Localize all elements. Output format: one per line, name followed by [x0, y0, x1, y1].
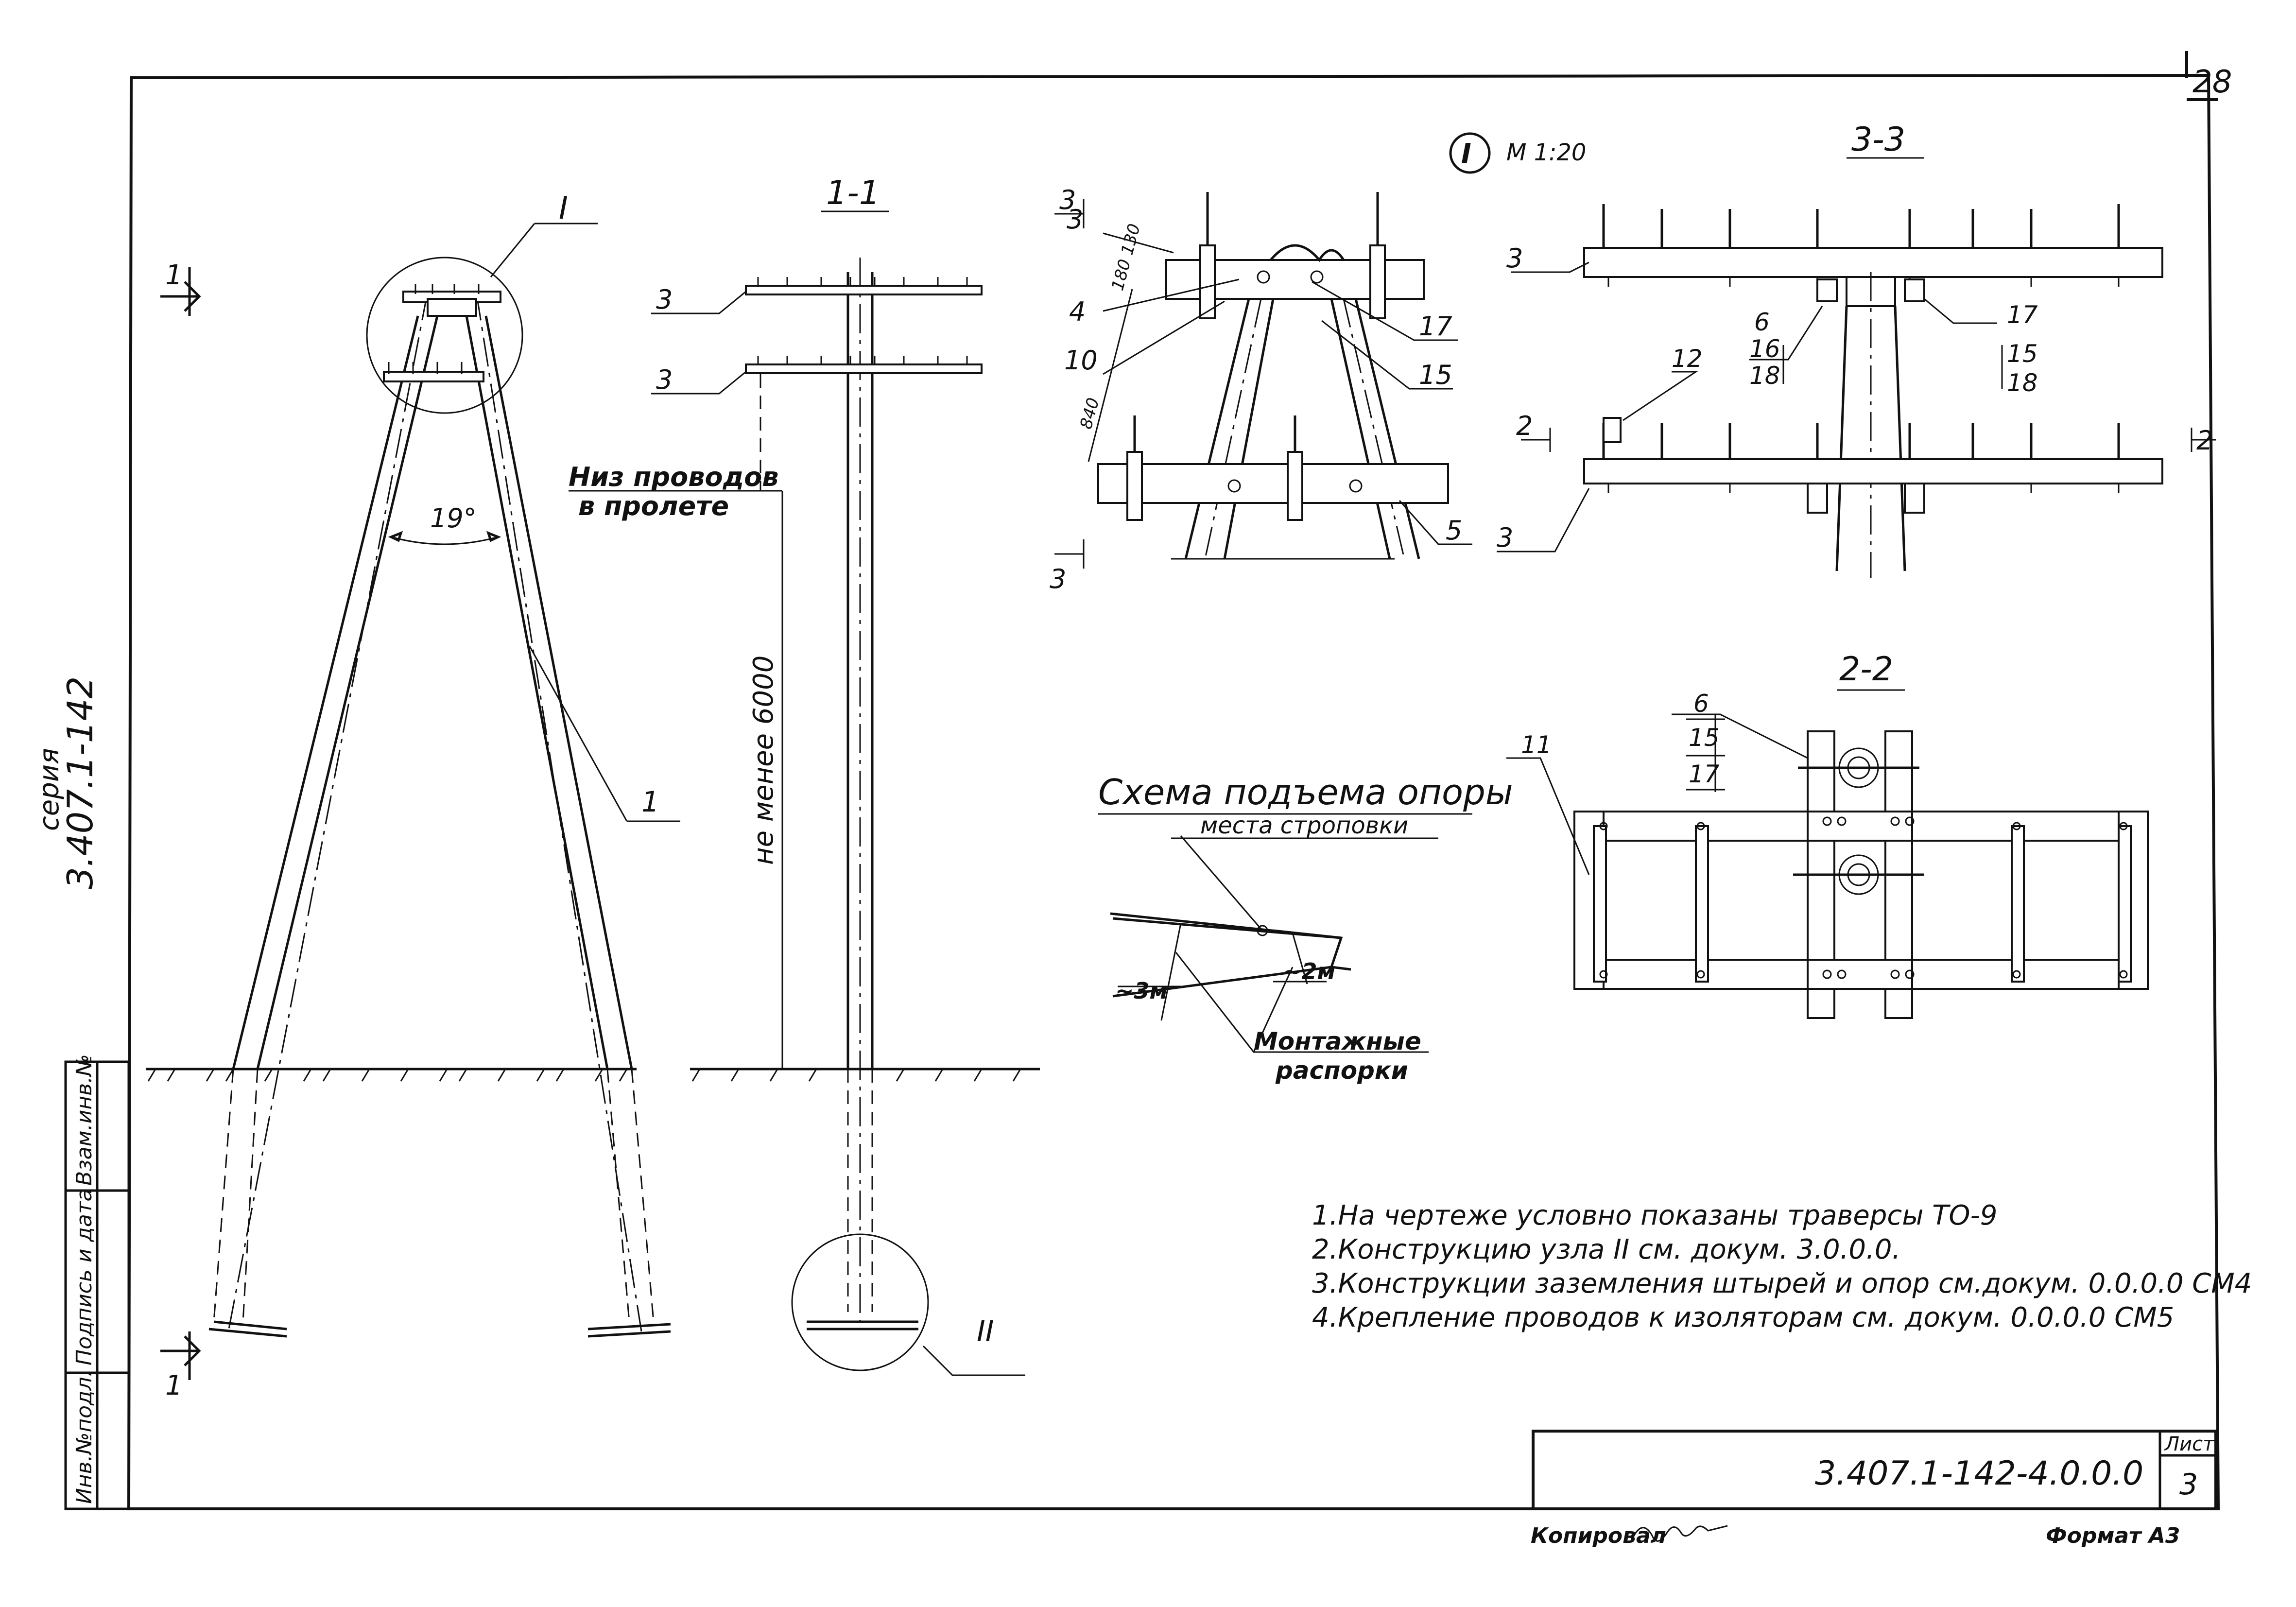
detail-I-scale: М 1:20: [1506, 139, 1586, 166]
view-3-3-label-18r: 18: [2007, 369, 2038, 397]
view-3-3-title: 3-3: [1851, 121, 1905, 159]
ground-line: [146, 1068, 1040, 1082]
view-3-3-label-3-bottom: 3: [1497, 522, 1513, 553]
stamp-replace: Взам.инв.№: [72, 1054, 97, 1186]
note-4: 4.Крепление проводов к изоляторам см. до…: [1312, 1302, 2174, 1333]
callout-I-main: I: [559, 190, 568, 226]
lift-scheme-dim-right: ~2м: [1283, 958, 1335, 985]
series-code: 3.407.1-142: [60, 676, 101, 889]
view-3-3-label-15: 15: [2007, 340, 2038, 368]
view-3-3-label-3-top: 3: [1506, 243, 1523, 274]
detail-I-section-bottom: 3: [1050, 564, 1066, 594]
lift-scheme-sling: места строповки: [1200, 812, 1408, 839]
view-3-3-label-6: 6: [1754, 308, 1770, 336]
stamp-inv: Инв.№подл.: [72, 1370, 97, 1504]
detail-I-label-10: 10: [1064, 345, 1098, 376]
notes: 1.На чертеже условно показаны траверсы Т…: [1312, 1200, 2252, 1333]
view-2-2-title: 2-2: [1839, 650, 1893, 689]
view-2-2-label-6: 6: [1693, 690, 1709, 718]
angle-label: 19°: [430, 503, 477, 534]
view-3-3-label-17: 17: [2007, 301, 2038, 329]
detail-I-label-3: 3: [1067, 204, 1083, 235]
view-3-3: [1497, 157, 2216, 578]
view-1-1-label-top: 3: [656, 284, 673, 315]
sheet-number: 3: [2179, 1468, 2198, 1502]
lift-scheme: [1098, 813, 1472, 1053]
detail-I-label-17: 17: [1419, 311, 1452, 342]
lift-scheme-title: Схема подъема опоры: [1098, 772, 1513, 812]
lift-scheme-struts-1: Монтажные: [1254, 1027, 1421, 1055]
format-label: Формат А3: [2046, 1523, 2180, 1548]
detail-I-section-top: 3: [1059, 185, 1076, 215]
stamp-sign: Подпись и дата: [72, 1189, 97, 1365]
view-2-2: [1506, 689, 2149, 1019]
a-frame-pole-view: [160, 223, 680, 1380]
section-mark-top: 1: [165, 259, 183, 291]
wire-low-label-1: Низ проводов: [569, 462, 778, 492]
detail-I: [1054, 132, 1491, 569]
section-mark-bottom: 1: [165, 1370, 183, 1401]
view-2-2-label-11: 11: [1521, 731, 1552, 759]
detail-I-label-4: 4: [1069, 296, 1086, 327]
view-1-1-title: 1-1: [826, 174, 880, 212]
note-2: 2.Конструкцию узла II см. докум. 3.0.0.0…: [1312, 1234, 1900, 1265]
note-1: 1.На чертеже условно показаны траверсы Т…: [1312, 1200, 1997, 1231]
sheet-label: Лист: [2164, 1433, 2215, 1455]
sheet-frame: [127, 51, 2220, 1510]
view-3-3-section-left: 2: [1516, 411, 1533, 441]
view-3-3-label-12: 12: [1672, 345, 1703, 373]
view-3-3-label-18: 18: [1749, 362, 1780, 390]
detail-I-label-5: 5: [1446, 515, 1462, 546]
series-word: серия: [34, 748, 65, 831]
view-3-3-label-16: 16: [1749, 335, 1780, 363]
detail-I-label-15: 15: [1419, 360, 1452, 390]
view-2-2-label-underline: [1686, 718, 1725, 791]
view-1-1-label-bottom: 3: [656, 364, 673, 395]
copier-signature: [1632, 1525, 1728, 1542]
wire-low-label-2: в пролете: [578, 491, 729, 521]
view-3-3-section-right: 2: [2196, 425, 2213, 456]
note-3: 3.Конструкции заземления штырей и опор с…: [1312, 1268, 2252, 1299]
series-side-text: 3.407.1-142 серия: [34, 676, 101, 889]
doc-code: 3.407.1-142-4.0.0.0: [1815, 1454, 2143, 1493]
detail-I-mark: I: [1461, 138, 1471, 170]
detail-I-dim-840: 840: [1076, 396, 1103, 431]
view-1-1: [569, 210, 1025, 1376]
copied-by: Копировал: [1531, 1523, 1666, 1548]
height-dimension: не менее 6000: [748, 656, 779, 865]
callout-II-label: II: [977, 1314, 994, 1348]
title-block: [1532, 1430, 2217, 1510]
view-2-2-label-17: 17: [1689, 760, 1720, 788]
page-number: 28: [2192, 64, 2232, 100]
part-leg-label: 1: [641, 785, 659, 818]
lift-scheme-dim-left: ~3м: [1115, 978, 1168, 1004]
stamp-columns: Инв.№подл. Подпись и дата Взам.инв.№: [64, 1054, 130, 1510]
detail-I-dims: 180 130: [1108, 222, 1144, 293]
view-2-2-label-15: 15: [1689, 724, 1720, 752]
lift-scheme-struts-2: распорки: [1275, 1056, 1408, 1085]
